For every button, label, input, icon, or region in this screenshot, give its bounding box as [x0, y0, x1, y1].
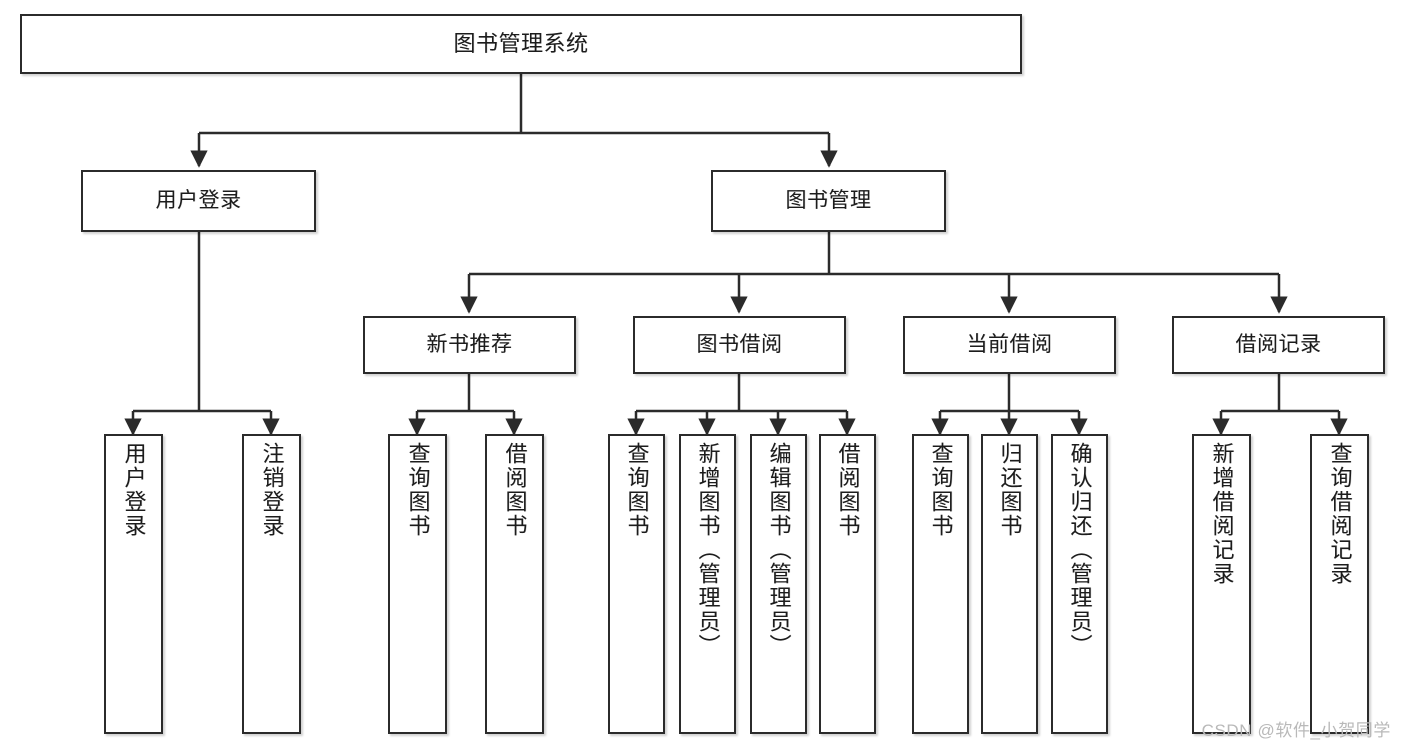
leaf-new-book-query[interactable]: 查询图书 [388, 434, 447, 734]
node-current-borrow[interactable]: 当前借阅 [903, 316, 1116, 374]
node-label: 图书借阅 [696, 333, 783, 357]
leaf-current-borrow-query[interactable]: 查询图书 [912, 434, 969, 734]
leaf-user-login-login[interactable]: 用户登录 [104, 434, 163, 734]
node-label: 图书管理系统 [453, 30, 589, 56]
node-book-borrow[interactable]: 图书借阅 [633, 316, 846, 374]
leaf-book-borrow-query[interactable]: 查询图书 [608, 434, 665, 734]
node-root-book-management-system[interactable]: 图书管理系统 [20, 14, 1022, 74]
node-label: 查询图书 [405, 442, 431, 538]
leaf-new-book-borrow[interactable]: 借阅图书 [485, 434, 544, 734]
node-label: 查询图书 [624, 442, 650, 538]
node-new-book-recommend[interactable]: 新书推荐 [363, 316, 576, 374]
node-label: 用户登录 [155, 189, 242, 213]
csdn-watermark: CSDN @软件_小贺同学 [1201, 721, 1391, 740]
node-label: 注销登录 [259, 442, 285, 538]
leaf-user-login-logout[interactable]: 注销登录 [242, 434, 301, 734]
node-label: 借阅记录 [1235, 333, 1322, 357]
node-label: 编辑图书（管理员） [766, 442, 792, 658]
leaf-book-borrow-edit-admin[interactable]: 编辑图书（管理员） [750, 434, 807, 734]
leaf-borrow-record-add[interactable]: 新增借阅记录 [1192, 434, 1251, 734]
leaf-current-borrow-return[interactable]: 归还图书 [981, 434, 1038, 734]
node-label: 借阅图书 [502, 442, 528, 538]
node-label: 确认归还（管理员） [1067, 442, 1093, 658]
leaf-borrow-record-query[interactable]: 查询借阅记录 [1310, 434, 1369, 734]
node-book-management[interactable]: 图书管理 [711, 170, 946, 232]
node-label: 当前借阅 [966, 333, 1053, 357]
node-label: 归还图书 [997, 442, 1023, 538]
node-label: 新书推荐 [426, 333, 513, 357]
leaf-current-borrow-confirm-return-admin[interactable]: 确认归还（管理员） [1051, 434, 1108, 734]
node-label: 用户登录 [121, 442, 147, 538]
leaf-book-borrow-add-admin[interactable]: 新增图书（管理员） [679, 434, 736, 734]
node-label: 查询图书 [928, 442, 954, 538]
node-label: 借阅图书 [835, 442, 861, 538]
node-label: 图书管理 [785, 189, 872, 213]
node-label: 新增借阅记录 [1209, 442, 1235, 586]
node-user-login[interactable]: 用户登录 [81, 170, 316, 232]
node-label: 查询借阅记录 [1327, 442, 1353, 586]
node-borrow-record[interactable]: 借阅记录 [1172, 316, 1385, 374]
leaf-book-borrow-borrow[interactable]: 借阅图书 [819, 434, 876, 734]
node-label: 新增图书（管理员） [695, 442, 721, 658]
